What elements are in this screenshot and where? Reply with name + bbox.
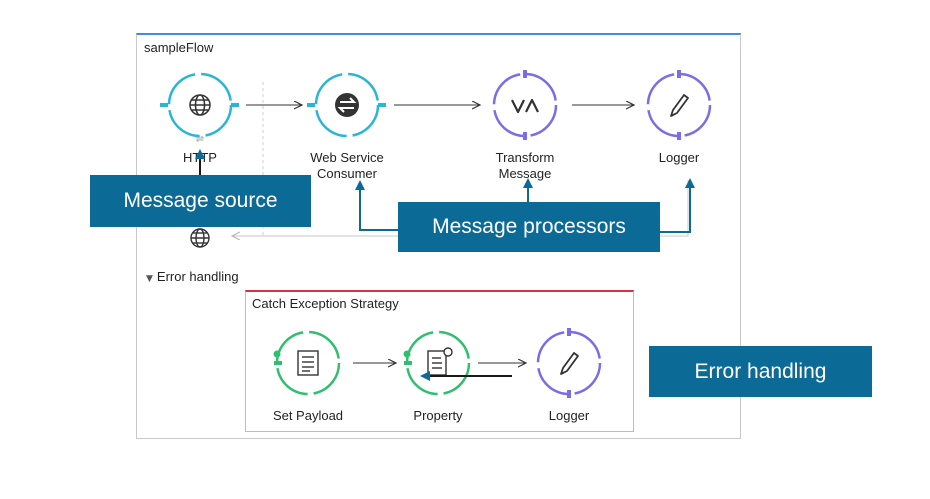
transform-label-line2: Message: [498, 166, 552, 181]
web-service-label-line2: Consumer: [317, 166, 377, 181]
catch-logger-node[interactable]: [536, 328, 602, 398]
property-icon: [427, 347, 453, 376]
error-handling-label: Error handling: [156, 269, 239, 284]
callout-message-processors: Message processors: [398, 202, 660, 252]
web-service-icon: [335, 93, 359, 117]
document-icon: [297, 350, 319, 376]
catch-logger-label: Logger: [548, 408, 590, 423]
set-payload-node[interactable]: [273, 330, 341, 396]
pointer-processor-logger: [660, 178, 695, 233]
callout-error-handling: Error handling: [649, 346, 872, 397]
globe-icon: [189, 94, 211, 116]
catch-strategy-title: Catch Exception Strategy: [252, 296, 399, 311]
logger-node[interactable]: [646, 70, 712, 140]
error-handling-toggle[interactable]: ▼Error handling: [146, 269, 239, 284]
exchange-pattern-icon: ⇌: [196, 134, 204, 145]
pencil-icon: [670, 94, 689, 117]
property-node[interactable]: [403, 330, 471, 396]
logger-label: Logger: [658, 150, 700, 165]
transform-icon: [511, 98, 539, 114]
transform-label-line1: Transform: [495, 150, 555, 165]
transform-node[interactable]: [492, 70, 558, 140]
property-label: Property: [413, 408, 463, 423]
web-service-node[interactable]: [307, 72, 386, 138]
pencil-icon: [560, 352, 579, 375]
globe-icon: [190, 228, 210, 248]
set-payload-label: Set Payload: [272, 408, 344, 423]
return-path: [232, 180, 689, 236]
http-node[interactable]: ⇌: [160, 72, 239, 145]
pointer-processor-ws: [355, 180, 398, 231]
callout-message-source: Message source: [90, 175, 311, 227]
web-service-label-line1: Web Service: [310, 150, 384, 165]
flow-title: sampleFlow: [144, 40, 214, 55]
collapse-triangle-icon: ▼: [146, 274, 153, 284]
